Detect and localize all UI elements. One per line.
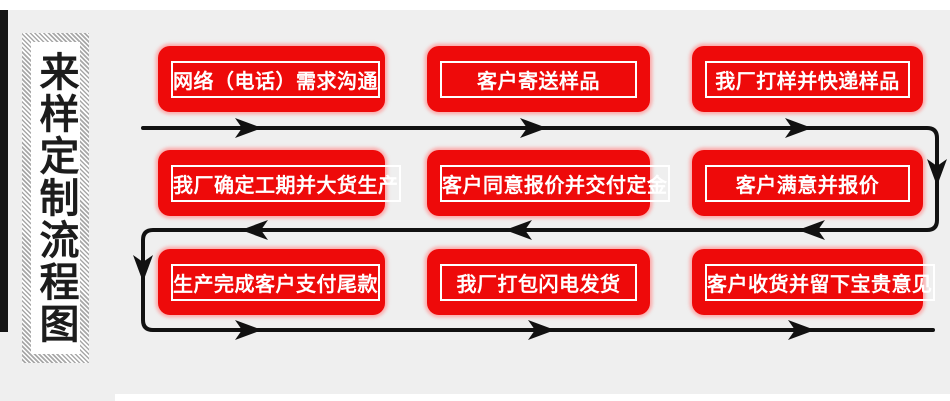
flow-step-agree-quote-deposit: 客户同意报价并交付定金 xyxy=(427,150,670,216)
flow-step-communication: 网络（电话）需求沟通 xyxy=(158,46,385,112)
flow-path xyxy=(141,126,939,332)
flow-step-pay-balance: 生产完成客户支付尾款 xyxy=(158,249,385,315)
flow-step-label: 生产完成客户支付尾款 xyxy=(171,263,380,301)
bottom-white-strip xyxy=(115,394,950,401)
page-title: 来样定制流程图 xyxy=(33,51,78,345)
flow-step-receive-feedback: 客户收货并留下宝贵意见 xyxy=(692,249,935,315)
flow-step-label: 我厂打包闪电发货 xyxy=(440,263,637,301)
top-white-strip xyxy=(0,0,950,10)
flow-step-label: 我厂确定工期并大货生产 xyxy=(171,164,401,202)
flow-step-label: 客户满意并报价 xyxy=(705,164,910,202)
flow-step-label: 客户同意报价并交付定金 xyxy=(440,164,670,202)
flow-step-pack-ship: 我厂打包闪电发货 xyxy=(427,249,650,315)
diagram-title-panel-inner: 来样定制流程图 xyxy=(31,42,80,354)
diagram-title-panel: 来样定制流程图 xyxy=(22,33,89,363)
flow-step-label: 客户收货并留下宝贵意见 xyxy=(705,263,935,301)
flow-step-label: 客户寄送样品 xyxy=(440,60,637,98)
flow-step-label: 我厂打样并快递样品 xyxy=(705,60,910,98)
flow-step-send-sample: 客户寄送样品 xyxy=(427,46,650,112)
left-edge-bar xyxy=(0,10,8,332)
flow-step-satisfied-quote: 客户满意并报价 xyxy=(692,150,923,216)
flow-step-label: 网络（电话）需求沟通 xyxy=(171,60,380,98)
flow-step-proof-and-express: 我厂打样并快递样品 xyxy=(692,46,923,112)
flow-step-schedule-production: 我厂确定工期并大货生产 xyxy=(158,150,401,216)
